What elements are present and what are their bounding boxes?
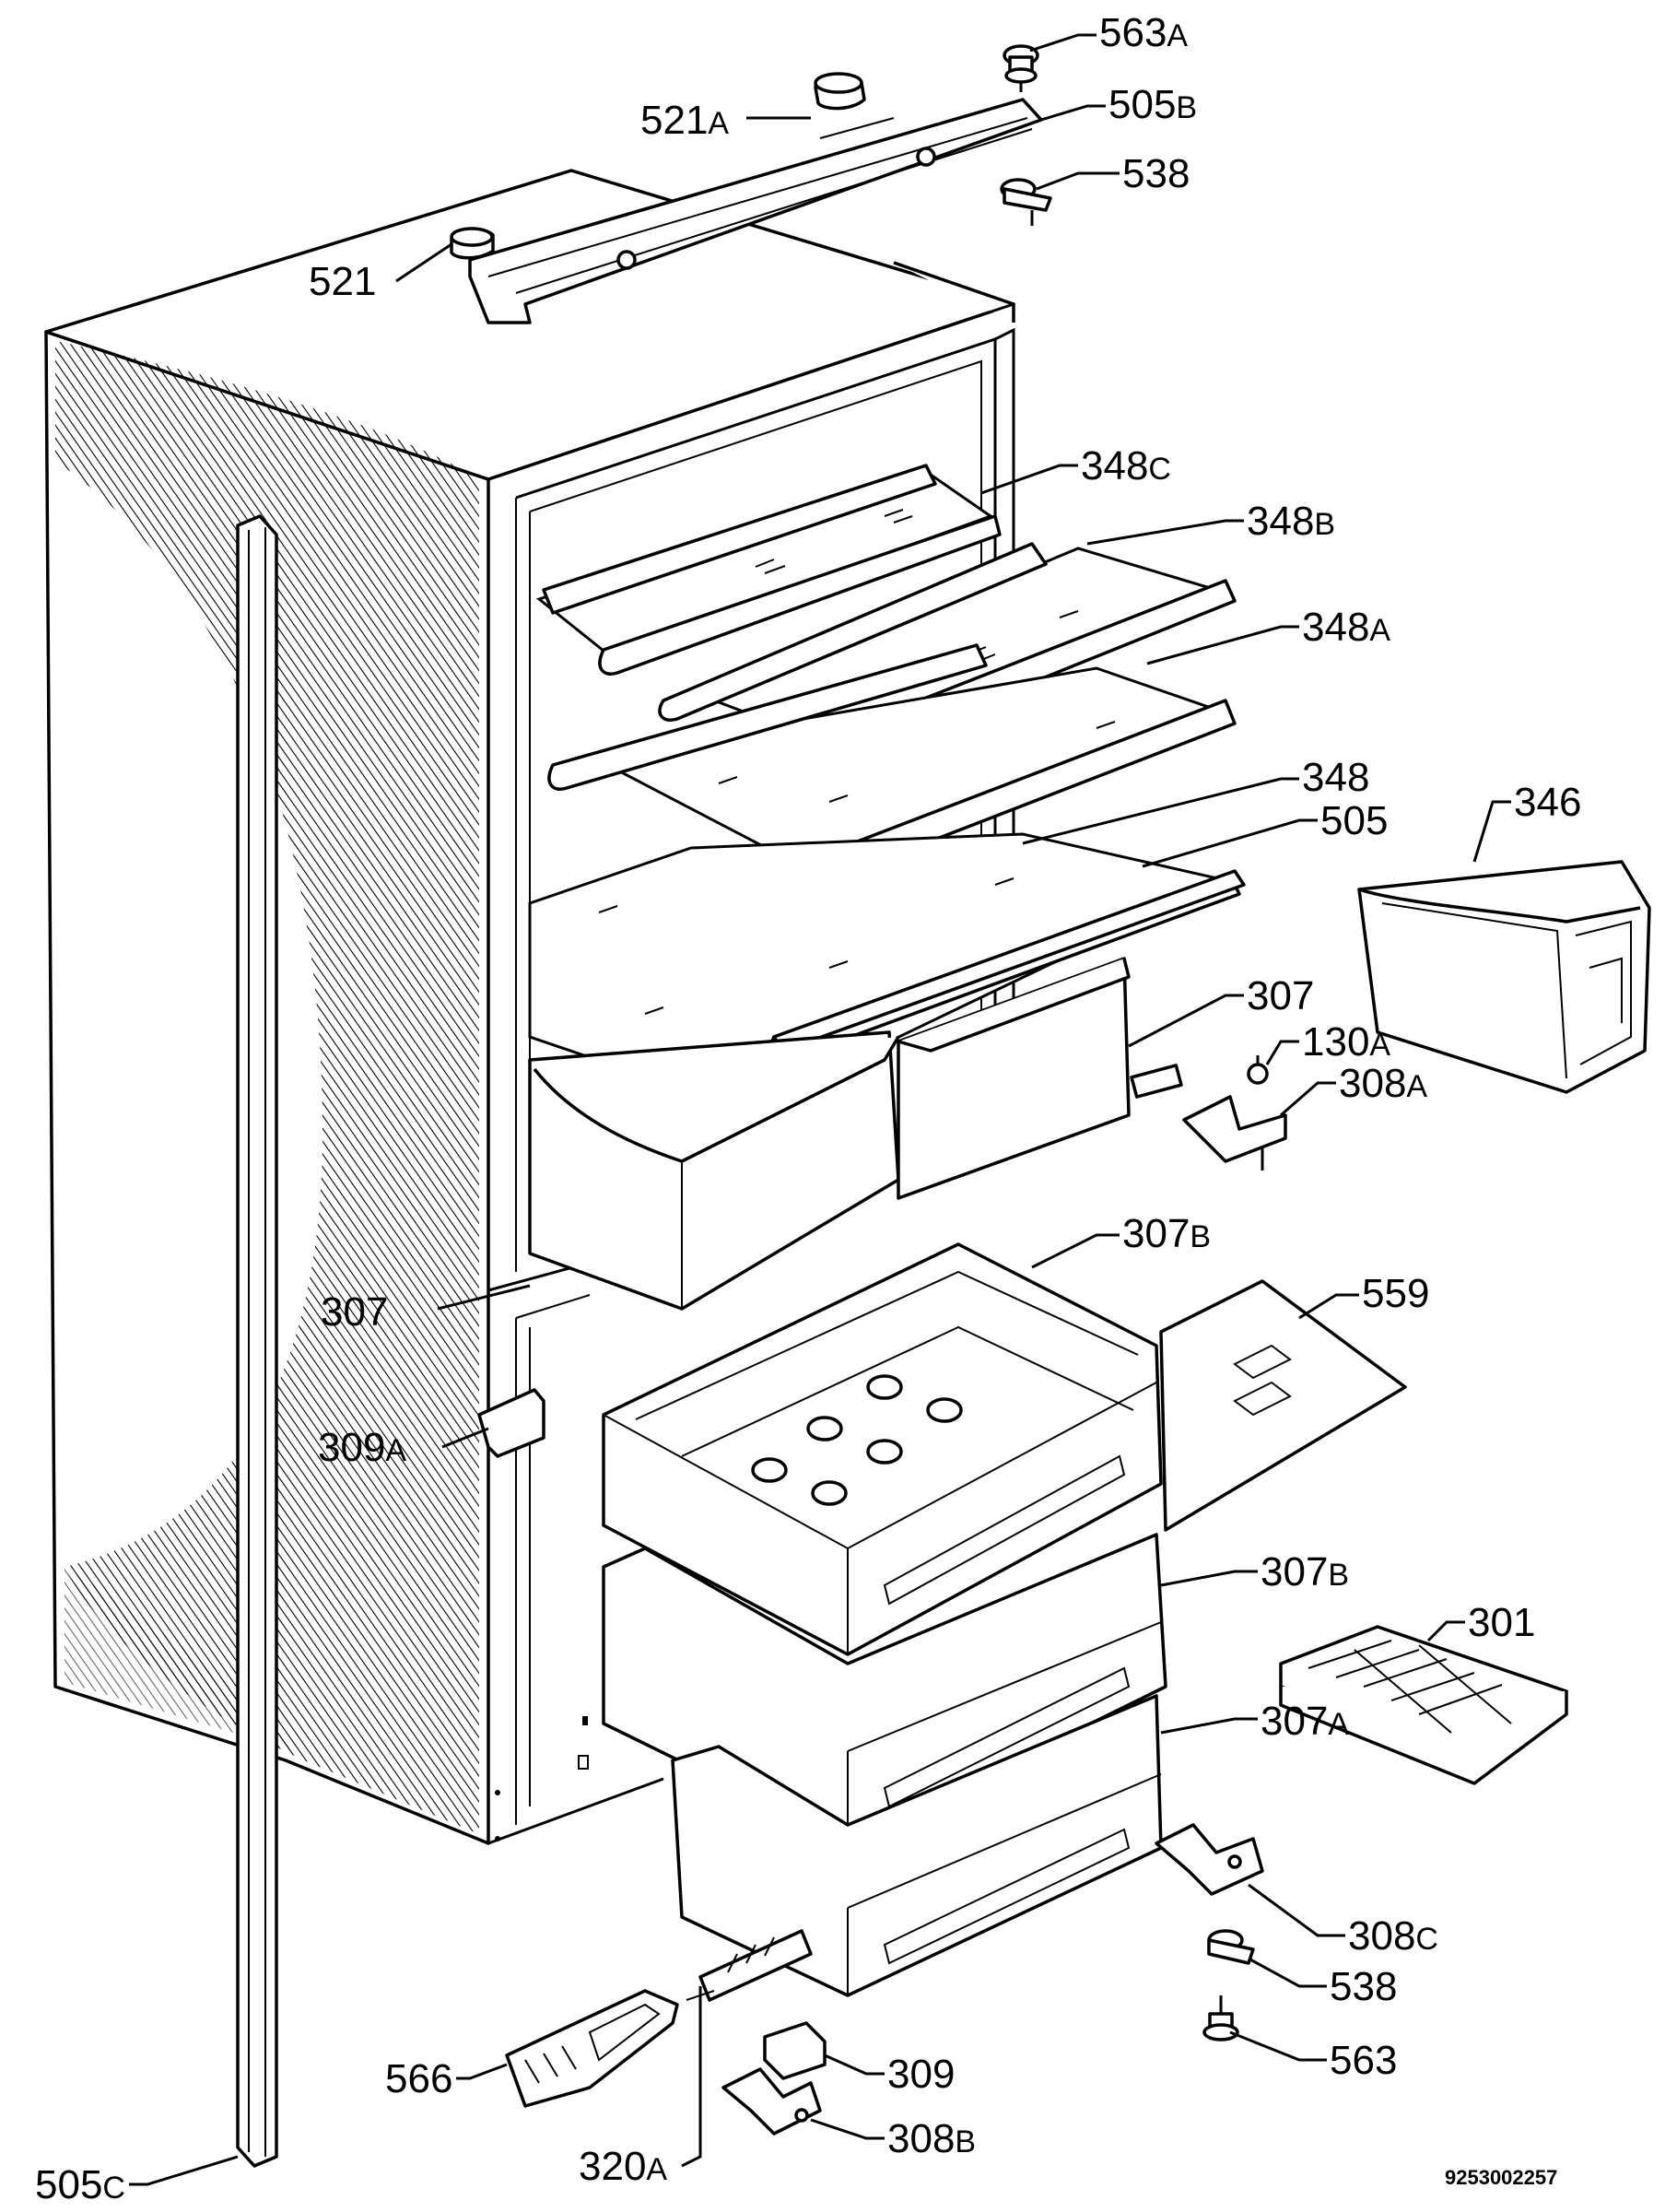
diagram-reference-number: 9253002257 (1445, 2166, 1557, 2189)
label-521a: 521A (640, 98, 729, 143)
label-348c: 348C (1081, 443, 1171, 488)
freezer-basket-307b-top (602, 1242, 1163, 1656)
label-348a: 348A (1302, 605, 1390, 650)
label-563a-top: 563A (1099, 10, 1188, 55)
leader-lines (129, 33, 1511, 2186)
label-308b: 308B (887, 2116, 976, 2161)
hinge-308b (721, 2067, 822, 2136)
label-308a: 308A (1339, 1061, 1427, 1106)
label-307-right: 307 (1247, 973, 1314, 1018)
label-307a: 307A (1261, 1699, 1349, 1744)
crisper-drawer-left (528, 1030, 900, 1311)
top-hinge-bar-505b (468, 98, 1043, 324)
clip-309a (477, 1388, 545, 1458)
hinge-pin-538-bottom (1207, 1929, 1255, 1965)
ice-tray-301 (1279, 1625, 1568, 1785)
label-309: 309 (887, 2052, 955, 2097)
label-346: 346 (1514, 780, 1581, 825)
door-seal-505c (236, 514, 278, 2168)
label-559: 559 (1362, 1271, 1429, 1316)
label-505b: 505B (1108, 82, 1197, 127)
shelf-348c (535, 464, 1002, 676)
label-521: 521 (309, 259, 376, 304)
hinge-308a (1182, 1055, 1287, 1171)
label-130a: 130A (1302, 1019, 1390, 1065)
hinge-pin-538-top (1000, 178, 1052, 226)
door-bin-346 (1357, 860, 1651, 1094)
label-348: 348 (1302, 755, 1369, 800)
label-505c: 505C (35, 2162, 125, 2207)
part-labels: 563A 521A 505B 538 521 348C 348B 348A 34… (35, 10, 1581, 2207)
cap-521 (450, 227, 495, 260)
label-538-bottom: 538 (1330, 1964, 1397, 2009)
label-563-bottom: 563 (1330, 2038, 1397, 2083)
label-307b-top: 307B (1122, 1211, 1211, 1256)
bracket-307-right (1130, 1064, 1183, 1099)
label-307b-mid: 307B (1261, 1549, 1349, 1594)
label-505: 505 (1320, 798, 1388, 843)
label-348b: 348B (1247, 499, 1335, 544)
label-308c: 308C (1348, 1913, 1438, 1959)
freezer-basket-307a (671, 1694, 1163, 1997)
label-307-left: 307 (321, 1289, 388, 1335)
clip-309 (763, 2021, 827, 2080)
label-538-top: 538 (1122, 151, 1190, 196)
label-320a: 320A (579, 2144, 667, 2189)
control-panel-566 (505, 1989, 679, 2108)
screw-563a (1003, 44, 1039, 92)
screw-563-bottom (1202, 1995, 1239, 2041)
hinge-308c (1155, 1823, 1264, 1896)
label-309a: 309A (318, 1425, 406, 1470)
freezer-flap-559 (1159, 1279, 1407, 1532)
crisper-drawer-right (897, 957, 1131, 1200)
label-301: 301 (1468, 1600, 1535, 1645)
label-566: 566 (385, 2056, 452, 2101)
cap-521a (814, 72, 866, 111)
light-switch-320a (686, 1929, 813, 2002)
